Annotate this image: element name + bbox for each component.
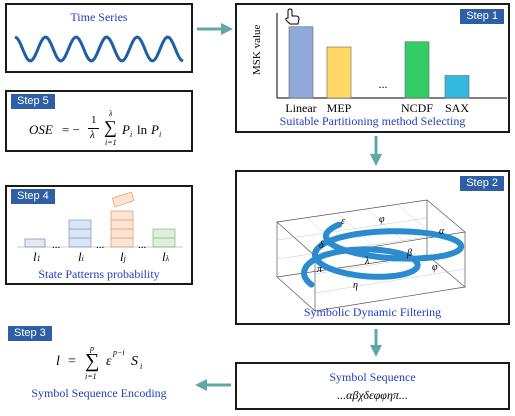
state-label-main: l xyxy=(78,249,82,264)
state-label: lλ xyxy=(162,249,169,265)
step2-caption: Symbolic Dynamic Filtering xyxy=(303,305,442,319)
state-label-sub: λ xyxy=(165,254,170,263)
stack-dots-3: ... xyxy=(138,239,147,251)
symbol-sequence-value: ...αβχδεφφηπ... xyxy=(337,388,408,402)
step4-badge: Step 4 xyxy=(11,189,55,204)
state-pattern-stacks xyxy=(17,191,183,248)
step3-badge: Step 3 xyxy=(8,326,52,341)
enc-eq: = xyxy=(68,354,76,369)
symbolic-helix-3d xyxy=(276,199,466,312)
state-label-main: l xyxy=(162,249,166,264)
ose-frac-den: λ xyxy=(90,129,95,141)
stack-dots-1: ... xyxy=(52,239,61,251)
state-label-main: l xyxy=(33,249,37,264)
encoding-formula: l = p ∑ i=1 ε p−i S i xyxy=(56,342,176,382)
ose-term-sub: i xyxy=(130,130,133,139)
time-series-title: Time Series xyxy=(70,10,128,24)
state-label: li xyxy=(78,249,84,265)
arrow-to-step1 xyxy=(197,23,233,35)
state-label-sub: i xyxy=(81,254,84,263)
helix-symbol: φ xyxy=(432,262,438,273)
symbol-sequence-panel: Symbol Sequence ...αβχδεφφηπ... xyxy=(235,362,510,410)
sine-wave xyxy=(14,35,184,63)
ose-eq: = − xyxy=(62,122,80,137)
helix-symbol: β xyxy=(407,248,412,259)
time-series-panel: Time Series xyxy=(5,3,193,73)
ose-formula: OSE = − 1 λ λ ∑ i=1 P i ln P i xyxy=(29,109,189,148)
ose-term2-sub: i xyxy=(159,130,162,139)
helix-symbol: δ xyxy=(319,240,324,251)
ose-lhs: OSE xyxy=(29,122,53,137)
enc-sum-bottom: i=1 xyxy=(85,372,97,381)
stack-dots-2: ... xyxy=(96,239,105,251)
msk-bar-chart xyxy=(276,13,507,99)
ose-term2: P xyxy=(151,122,159,137)
helix-symbol: λ xyxy=(365,256,370,267)
msk-bar-sax xyxy=(444,75,470,99)
step4-caption: State Patterns probability xyxy=(38,267,160,281)
step1-panel: Step 1 MSK value Linear MEP... NCDF SAX Sui… xyxy=(235,3,510,133)
msk-bar-linear xyxy=(288,26,314,99)
helix-symbol: ε xyxy=(341,216,345,227)
enc-lhs: l xyxy=(56,354,60,369)
step3-caption: Symbol Sequence Encoding xyxy=(31,386,167,400)
enc-exp: p−i xyxy=(113,348,125,357)
step2-badge: Step 2 xyxy=(460,176,504,191)
y-axis-label: MSK value xyxy=(251,24,263,75)
state-label-main: l xyxy=(120,249,124,264)
helix-symbol: φ xyxy=(379,214,385,225)
step1-caption: Suitable Partitioning method Selecting xyxy=(279,114,466,128)
symbol-sequence-title: Symbol Sequence xyxy=(329,370,416,384)
enc-eps: ε xyxy=(106,354,112,369)
pointer-hand-icon xyxy=(285,8,300,25)
ose-frac-num: 1 xyxy=(91,114,97,126)
state-label-sub: j xyxy=(123,254,126,263)
msk-bar-label: NCDF xyxy=(400,101,433,115)
msk-bar-mep xyxy=(326,46,352,99)
enc-sum-top: p xyxy=(90,344,94,353)
step5-panel: Step 5 OSE = − 1 λ λ ∑ i=1 P i ln P i xyxy=(5,90,193,152)
helix-symbol: π xyxy=(317,264,323,275)
msk-bar-label: ... xyxy=(378,77,388,91)
state-label: lj xyxy=(120,249,126,265)
step1-badge: Step 1 xyxy=(460,9,504,24)
msk-bar-ncdf xyxy=(404,41,430,99)
enc-sum-sign: ∑ xyxy=(85,350,100,372)
msk-bar-label: MEP xyxy=(326,101,352,115)
msk-bar-label: Linear xyxy=(285,101,317,115)
ose-frac-line xyxy=(88,128,99,129)
step5-badge: Step 5 xyxy=(11,94,55,109)
ose-term: P xyxy=(122,122,130,137)
arrow-to-sequence xyxy=(370,329,382,357)
ose-log: ln xyxy=(137,122,148,137)
msk-bar-label: SAX xyxy=(444,101,469,115)
state-label-sub: 1 xyxy=(36,254,41,263)
arrow-to-step3 xyxy=(195,379,231,391)
ose-sum-bottom: i=1 xyxy=(105,138,117,147)
ose-sum-top: λ xyxy=(109,109,113,118)
helix-symbol: α xyxy=(439,226,445,237)
ose-sum-sign: ∑ xyxy=(104,117,117,137)
arrow-to-step2 xyxy=(370,136,382,166)
enc-s: S xyxy=(131,354,138,369)
enc-s-sub: i xyxy=(140,362,143,371)
state-label: l1 xyxy=(33,249,41,265)
helix-symbol: η xyxy=(353,280,358,291)
step2-panel: Step 2 ε φ α δ β λ π η φ Symbolic Dynamic Filter… xyxy=(235,170,510,325)
